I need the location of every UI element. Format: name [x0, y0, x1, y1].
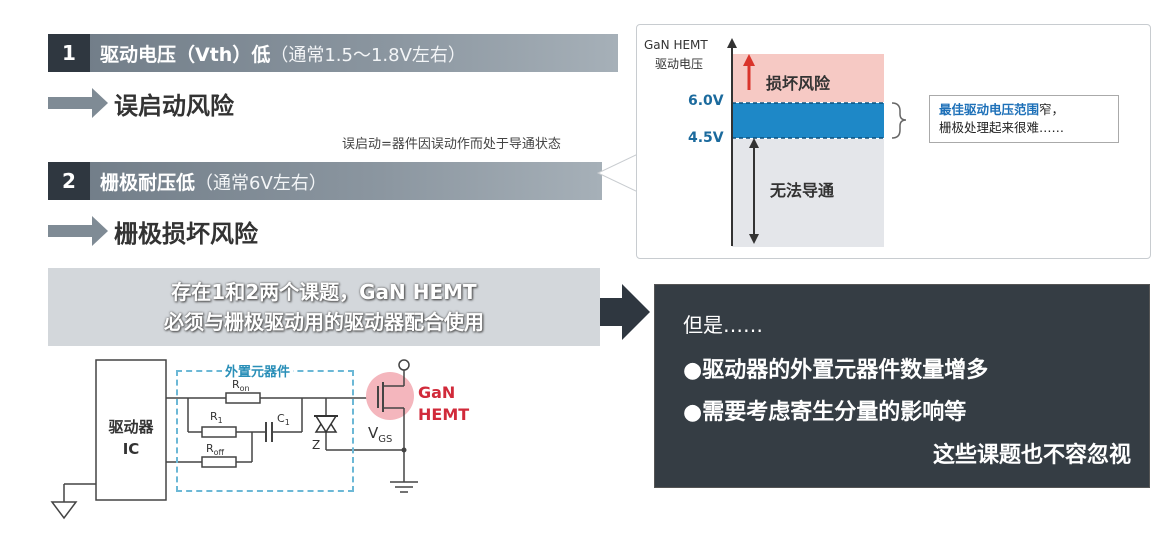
result-but: 但是…… — [683, 313, 763, 337]
issue-1-number: 1 — [48, 34, 90, 72]
range-brace — [891, 102, 907, 139]
result-box: 但是…… ●驱动器的外置元器件数量增多 ●需要考虑寄生分量的影响等 这些课题也不… — [654, 284, 1150, 488]
big-right-arrow-icon — [600, 284, 650, 340]
roff-symbol: R — [206, 442, 214, 455]
vgs-symbol: V — [368, 424, 379, 442]
statement-line2: 必须与栅极驱动用的驱动器配合使用 — [164, 310, 484, 334]
risk-1-text: 误启动风险 — [114, 91, 234, 120]
c1-symbol: C — [277, 412, 285, 425]
requirement-statement: 存在1和2两个课题，GaN HEMT 必须与栅极驱动用的驱动器配合使用 — [48, 268, 600, 346]
driver-ic-line1: 驱动器 — [108, 418, 154, 436]
r1-symbol: R — [210, 410, 218, 423]
risk-1-definition: 误启动=器件因误动作而处于导通状态 — [342, 137, 561, 152]
best-range-highlight: 最佳驱动电压范围 — [939, 102, 1040, 117]
callout-pointer — [596, 153, 640, 193]
r1-subscript: 1 — [217, 416, 223, 426]
driver-ic-label: 驱动器 IC — [100, 416, 162, 460]
danger-zone — [732, 54, 884, 102]
device-highlight — [366, 372, 414, 420]
best-range-line2: 栅极处理起来很难…… — [939, 120, 1065, 135]
vgs-label: VGS — [368, 424, 392, 445]
ron-symbol: R — [232, 378, 240, 391]
risk-2-text: 栅极损坏风险 — [114, 219, 258, 248]
best-zone — [732, 103, 884, 138]
gan-hemt-label: GaN HEMT — [418, 382, 469, 426]
danger-zone-label: 损坏风险 — [766, 74, 831, 93]
best-range-rest: 窄， — [1039, 102, 1065, 117]
gan-hemt-line2: HEMT — [418, 405, 470, 424]
ground-symbol-left — [50, 501, 78, 520]
off-zone-label: 无法导通 — [770, 181, 835, 200]
issue-1-title: 驱动电压（Vth）低（通常1.5～1.8V左右） — [90, 40, 466, 67]
risk-1-line: 误启动风险 — [48, 86, 234, 120]
best-range-note: 最佳驱动电压范围窄， 栅极处理起来很难…… — [929, 95, 1119, 143]
voltage-range-diagram — [727, 38, 907, 247]
external-parts-label: 外置元器件 — [222, 361, 294, 380]
vgs-subscript: GS — [378, 434, 393, 445]
off-zone — [732, 139, 884, 247]
ron-subscript: on — [239, 384, 250, 394]
roff-label: Roff — [206, 442, 224, 457]
c1-label: C1 — [277, 412, 290, 427]
issue-1-title-text: 驱动电压（Vth）低 — [100, 43, 271, 66]
right-arrow-icon — [48, 214, 108, 248]
issue-1-note: （通常1.5～1.8V左右） — [270, 44, 466, 66]
axis-label-line2: 驱动电压 — [655, 57, 704, 71]
roff-subscript: off — [213, 448, 225, 458]
lower-voltage-label: 4.5V — [688, 130, 724, 146]
c1-subscript: 1 — [284, 418, 290, 428]
issue-2-number: 2 — [48, 162, 90, 200]
result-conclusion: 这些课题也不容忽视 — [932, 443, 1131, 468]
risk-2-line: 栅极损坏风险 — [48, 214, 258, 248]
statement-line1: 存在1和2两个课题，GaN HEMT — [171, 280, 477, 304]
issue-2-bar: 2 栅极耐压低（通常6V左右） — [48, 162, 602, 200]
result-bullet-1: ●驱动器的外置元器件数量增多 — [683, 358, 989, 383]
right-arrow-icon — [48, 86, 108, 120]
driver-ic-line2: IC — [122, 440, 140, 458]
driver-ic-block — [95, 359, 167, 501]
r1-label: R1 — [210, 410, 223, 425]
issue-2-title: 栅极耐压低（通常6V左右） — [90, 168, 327, 195]
issue-2-note: （通常6V左右） — [195, 172, 327, 194]
issue-1-bar: 1 驱动电压（Vth）低（通常1.5～1.8V左右） — [48, 34, 618, 72]
gan-hemt-line1: GaN — [418, 383, 456, 402]
result-bullet-2: ●需要考虑寄生分量的影响等 — [683, 400, 967, 425]
ron-label: Ron — [232, 378, 250, 393]
external-parts-outline — [176, 370, 354, 492]
gate-driver-circuit — [50, 359, 418, 520]
upper-voltage-label: 6.0V — [688, 93, 724, 109]
zener-label: Z — [312, 438, 321, 452]
axis-label-line1: GaN HEMT — [644, 38, 708, 52]
issue-2-title-text: 栅极耐压低 — [100, 171, 196, 194]
